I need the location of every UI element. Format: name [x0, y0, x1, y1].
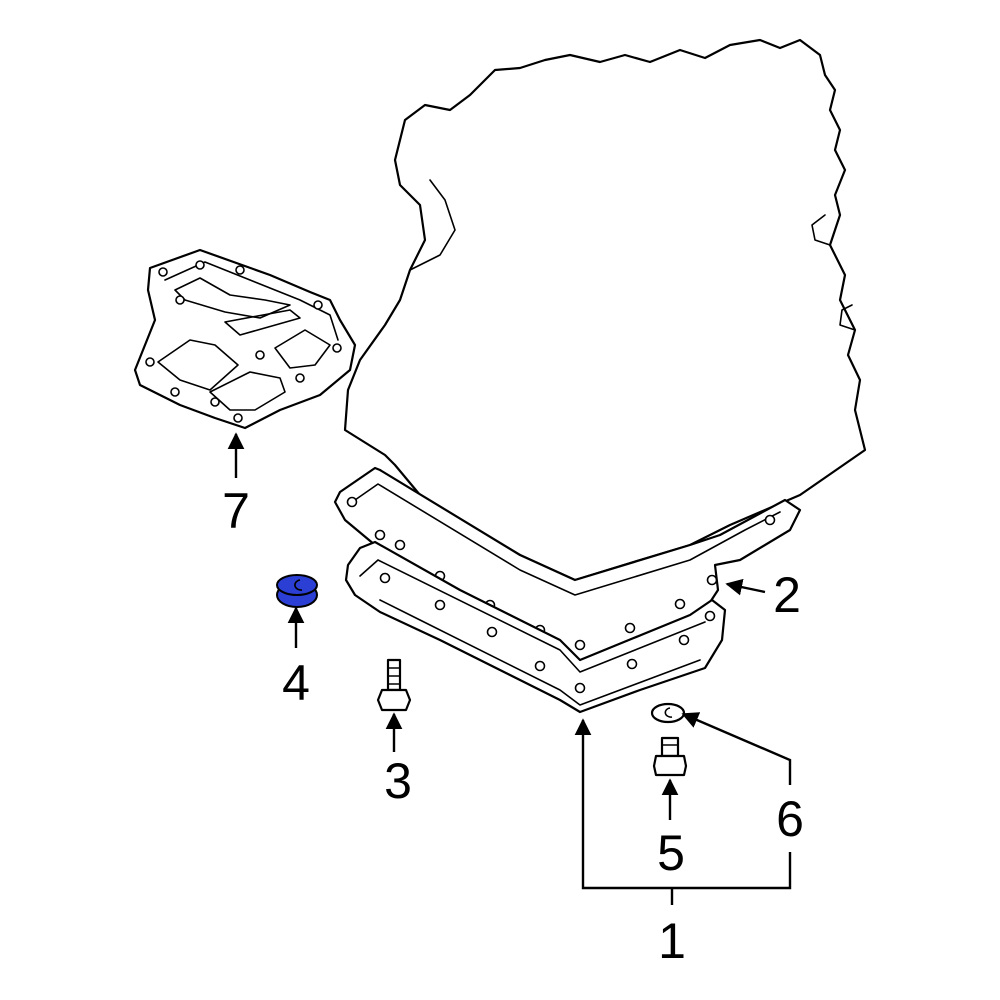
callout-7: 7	[222, 483, 250, 539]
seal-part	[276, 574, 318, 608]
leader-2	[725, 578, 766, 596]
callout-5: 5	[657, 825, 685, 881]
oil-pan	[344, 540, 727, 714]
filter-plate	[133, 248, 357, 430]
callout-1: 1	[658, 913, 686, 969]
callout-4: 4	[282, 655, 310, 711]
leader-1	[574, 718, 792, 890]
callout-6: 6	[776, 791, 804, 847]
pan-bolt	[376, 658, 412, 712]
drain-plug	[652, 736, 688, 777]
leader-6	[681, 712, 792, 785]
transmission-case	[343, 38, 867, 582]
leader-lines	[227, 432, 792, 905]
drain-washer	[650, 702, 686, 724]
callout-3: 3	[384, 753, 412, 809]
callout-2: 2	[773, 567, 801, 623]
